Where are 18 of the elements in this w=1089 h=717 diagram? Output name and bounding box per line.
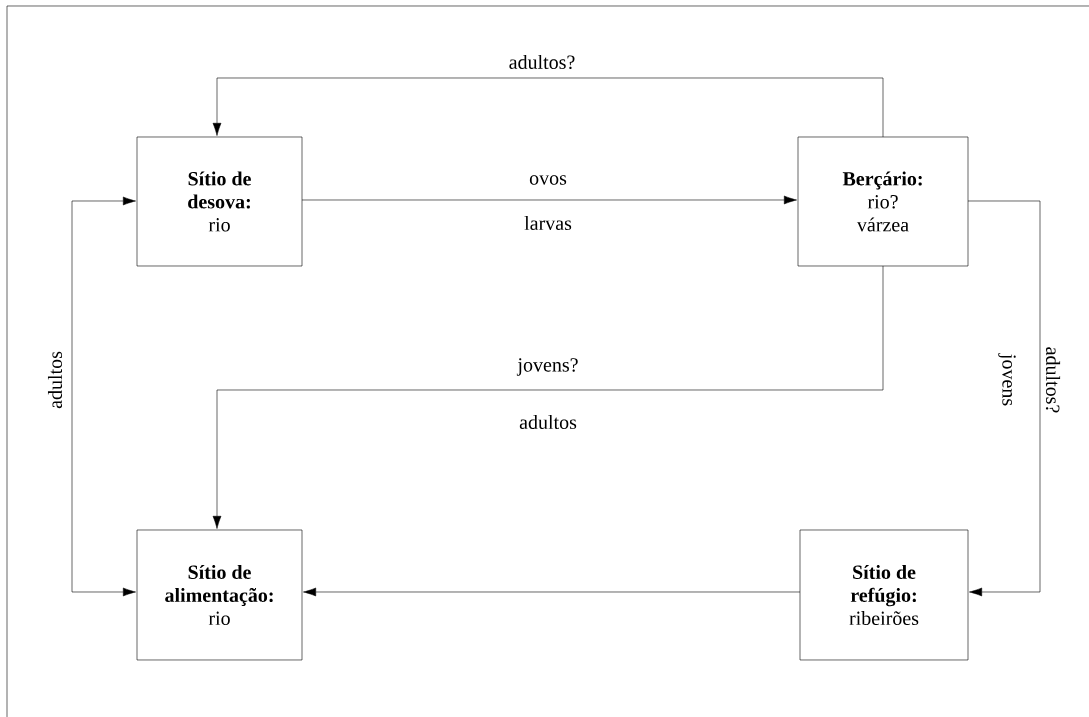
edge-label: adultos? bbox=[1043, 344, 1063, 416]
arrow bbox=[71, 196, 136, 597]
edge-label: jovens? bbox=[515, 356, 581, 378]
arrow bbox=[212, 265, 884, 529]
arrow bbox=[212, 77, 884, 138]
arrow bbox=[967, 200, 1041, 597]
edge-label: adultos bbox=[46, 349, 65, 411]
arrow bbox=[301, 195, 797, 205]
edge-label: adultos? bbox=[506, 52, 578, 72]
site-box: Berçário: rio? várzea bbox=[797, 136, 969, 267]
flow-label: adultos bbox=[517, 412, 579, 431]
site-box: Sítio de refúgio: ribeirões bbox=[799, 529, 969, 661]
arrow bbox=[303, 587, 801, 597]
flow-label: jovens bbox=[996, 351, 1018, 409]
site-box: Sítio de alimentação: rio bbox=[136, 529, 303, 661]
edge-label: ovos bbox=[527, 173, 569, 187]
site-box: Sítio de desova: rio bbox=[136, 136, 303, 267]
flow-label: larvas bbox=[522, 213, 574, 232]
